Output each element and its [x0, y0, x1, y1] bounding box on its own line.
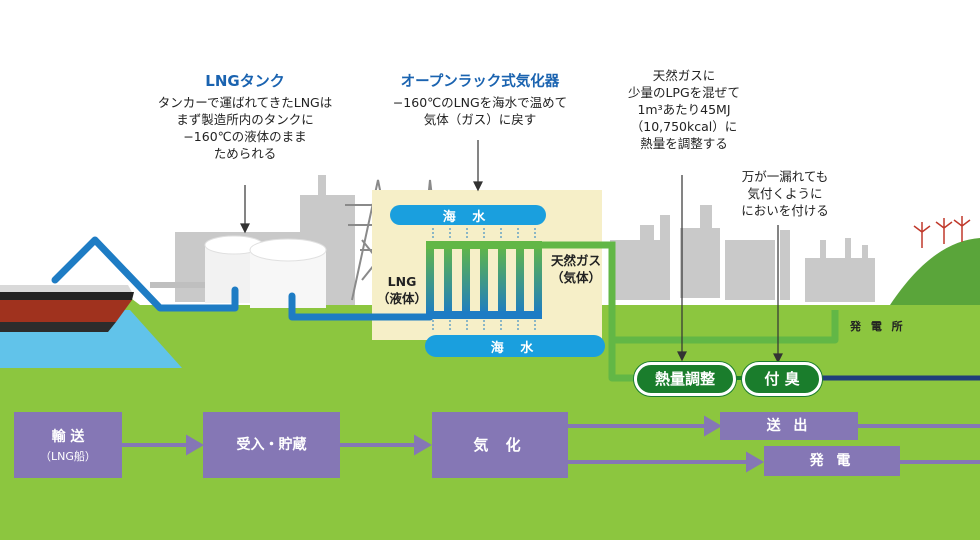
lng-pipeline — [51, 236, 434, 321]
lng-tank-line-2: まず製造所内のタンクに — [176, 112, 314, 127]
natural-gas-line-2: （気体） — [550, 270, 601, 285]
vaporizer-line-1: −160℃のLNGを海水で温めて — [392, 95, 568, 110]
seawater-top-label: 海 水 — [442, 210, 492, 225]
flow-transport-label: 輸 送 — [51, 429, 85, 445]
flow-send-out-box: 送 出 — [720, 412, 858, 440]
lng-liquid-label: LNG （液体） — [376, 273, 428, 307]
lng-tank-line-3: −160℃の液体のまま — [183, 129, 307, 144]
lng-tank-title: LNGタンク — [205, 72, 285, 90]
flow-generate-box: 発 電 — [764, 446, 900, 476]
calorie-note-line-2: 少量のLPGを混ぜて — [627, 85, 741, 100]
calorie-note: 天然ガスに 少量のLPGを混ぜて 1m³あたり45MJ （10,750kcal）… — [604, 67, 764, 152]
power-plant-label: 発 電 所 — [850, 320, 906, 333]
wind-turbines — [913, 216, 971, 248]
pointer-arrows — [240, 140, 783, 364]
calorie-note-line-3: 1m³あたり45MJ — [637, 102, 731, 117]
lng-tank-line-1: タンカーで運ばれてきたLNGは — [157, 95, 333, 110]
flow-vaporize-box: 気 化 — [432, 412, 568, 478]
vaporizer-line-2: 気体（ガス）に戻す — [423, 112, 537, 127]
natural-gas-label: 天然ガス （気体） — [545, 252, 607, 286]
hill — [890, 238, 980, 305]
flow-arrows — [122, 415, 980, 473]
odor-note-line-1: 万が一漏れても — [741, 169, 829, 184]
lng-storage-tanks — [204, 235, 327, 308]
open-rack-vaporizer — [390, 205, 616, 357]
lng-tank-line-4: ためられる — [213, 146, 277, 161]
lng-tank-description: タンカーで運ばれてきたLNGは まず製造所内のタンクに −160℃の液体のまま … — [130, 94, 360, 162]
odor-note: 万が一漏れても 気付くように においを付ける — [720, 168, 850, 219]
lng-liquid-line-1: LNG — [387, 274, 417, 289]
vaporizer-title: オープンラック式気化器 — [400, 74, 560, 90]
seawater-bottom-label: 海 水 — [490, 341, 540, 356]
calorie-adjust-step: 熱量調整 — [634, 362, 736, 396]
odor-note-line-3: においを付ける — [741, 203, 829, 218]
lng-tanker-ship — [0, 285, 134, 332]
odor-note-line-2: 気付くように — [747, 186, 823, 201]
gas-pipeline — [608, 265, 839, 382]
flow-transport-sub: （LNG船） — [40, 450, 96, 463]
flow-receive-box: 受入・貯蔵 — [203, 412, 340, 478]
vaporizer-description: −160℃のLNGを海水で温めて 気体（ガス）に戻す — [360, 94, 600, 128]
lng-liquid-line-2: （液体） — [376, 291, 427, 306]
calorie-note-line-4: （10,750kcal）に — [630, 119, 738, 134]
calorie-note-line-5: 熱量を調整する — [640, 136, 728, 151]
flow-transport-box: 輸 送 （LNG船） — [14, 412, 122, 478]
natural-gas-line-1: 天然ガス — [550, 253, 601, 268]
calorie-note-line-1: 天然ガスに — [652, 68, 716, 83]
odorize-step: 付 臭 — [742, 362, 822, 396]
